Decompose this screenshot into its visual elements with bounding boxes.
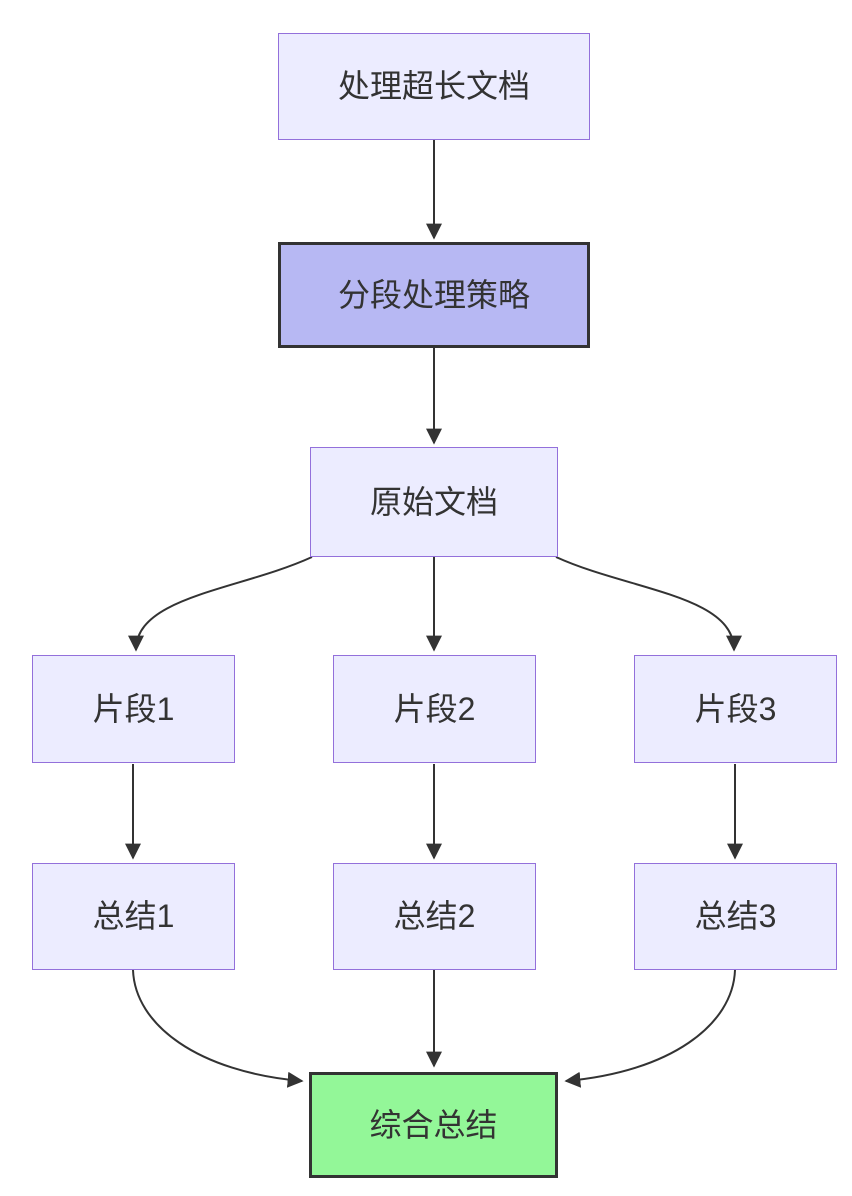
edge-source-frag1	[128, 556, 313, 652]
node-fragment-2: 片段2	[333, 655, 536, 763]
node-fragment-3-label: 片段3	[694, 690, 777, 727]
node-summary-2-label: 总结2	[393, 898, 476, 935]
node-summary-1: 总结1	[32, 863, 235, 970]
node-summary-2: 总结2	[333, 863, 536, 970]
node-segmentation-strategy-label: 分段处理策略	[337, 276, 530, 313]
node-final-summary: 综合总结	[309, 1072, 558, 1178]
node-process-long-doc: 处理超长文档	[278, 33, 590, 140]
edge-sum1-final	[132, 969, 304, 1088]
edge-sum3-final	[564, 969, 736, 1088]
node-fragment-1-label: 片段1	[92, 690, 175, 727]
node-summary-3: 总结3	[634, 863, 837, 970]
edge-source-frag3	[555, 556, 742, 652]
node-process-long-doc-label: 处理超长文档	[337, 68, 530, 105]
node-final-summary-label: 综合总结	[369, 1106, 498, 1143]
node-fragment-1: 片段1	[32, 655, 235, 763]
node-original-doc-label: 原始文档	[369, 483, 498, 520]
node-segmentation-strategy: 分段处理策略	[278, 242, 590, 348]
node-summary-1-label: 总结1	[92, 898, 175, 935]
node-original-doc: 原始文档	[310, 447, 558, 557]
node-fragment-3: 片段3	[634, 655, 837, 763]
node-summary-3-label: 总结3	[694, 898, 777, 935]
node-fragment-2-label: 片段2	[393, 690, 476, 727]
